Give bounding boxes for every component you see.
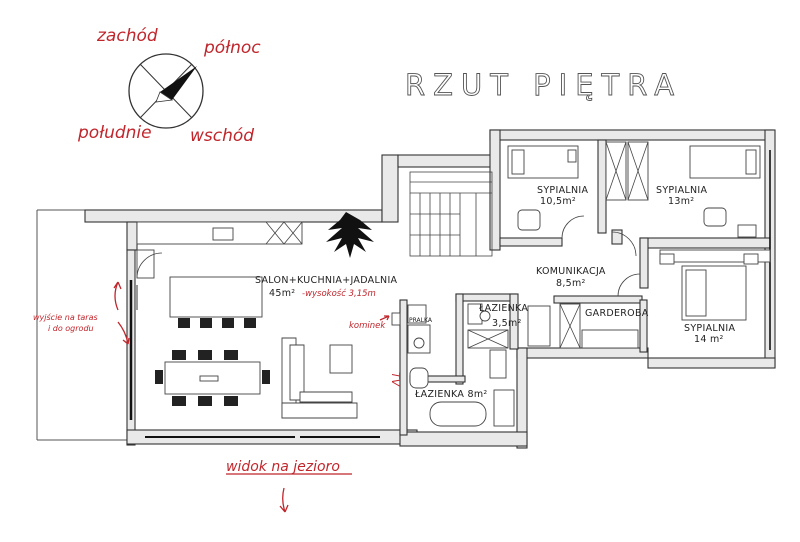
annotation-terrace-exit-1: wyjście na taras (33, 312, 98, 322)
annotation-terrace-exit-2: i do ogrodu (48, 324, 94, 333)
annotation-fireplace: kominek (349, 321, 386, 331)
room-label-bathroom-small: ŁAZIENKA (478, 303, 528, 314)
room-label-bedroom-3: SYPIALNIA (684, 323, 735, 334)
kitchen-counter (136, 221, 303, 279)
compass-east-label: wschód (190, 126, 254, 146)
compass-needle (160, 66, 197, 100)
terrace-door (129, 280, 138, 420)
dining-table (155, 350, 270, 406)
sofa (281, 337, 358, 419)
room-label-bathroom-large: ŁAZIENKA 8m² (414, 389, 488, 400)
large-bathroom-fixtures (407, 304, 515, 427)
plan-title: RZUT PIĘTRA (405, 68, 682, 102)
annotation-lake-view: widok na jezioro (226, 459, 340, 475)
bedroom-3-furniture (617, 249, 771, 321)
room-label-pralka: PRALKA (409, 317, 433, 324)
kitchen-island (169, 276, 263, 328)
bedroom-2-furniture (605, 141, 761, 257)
small-bathroom-fixtures (467, 303, 509, 379)
room-area-bedroom-1: 10,5m² (540, 196, 576, 207)
room-area-corridor: 8,5m² (556, 278, 586, 289)
fireplace (391, 312, 401, 326)
room-area-bathroom-small: 3,5m² (492, 318, 522, 329)
bedroom-1-furniture (507, 145, 585, 239)
wardrobe-fixtures (527, 303, 639, 349)
compass-south-label: południe (77, 123, 152, 143)
room-label-wardrobe: GARDEROBA (585, 308, 649, 319)
annotation-arrow-lake (279, 487, 289, 513)
room-height-living: -wysokość 3,15m (302, 288, 376, 299)
staircase (409, 171, 493, 257)
compass-west-label: zachód (96, 26, 158, 46)
annotation-arrow-terrace-bottom (117, 321, 130, 345)
compass-rose (128, 53, 204, 129)
plant (326, 212, 374, 258)
compass-north-label: północ (203, 38, 261, 58)
room-area-bedroom-3: 14 m² (694, 334, 724, 345)
annotation-arrow-fireplace (379, 315, 390, 321)
room-label-bedroom-2: SYPIALNIA (656, 185, 707, 196)
annotation-arrow-terrace-top (113, 281, 122, 311)
room-label-bedroom-1: SYPIALNIA (537, 185, 588, 196)
room-area-bedroom-2: 13m² (668, 196, 694, 207)
room-label-corridor: KOMUNIKACJA (536, 266, 606, 277)
room-label-living: SALON+KUCHNIA+JADALNIA (255, 275, 398, 286)
annotation-tv: TV (389, 372, 402, 388)
room-area-living: 45m² (269, 288, 295, 299)
